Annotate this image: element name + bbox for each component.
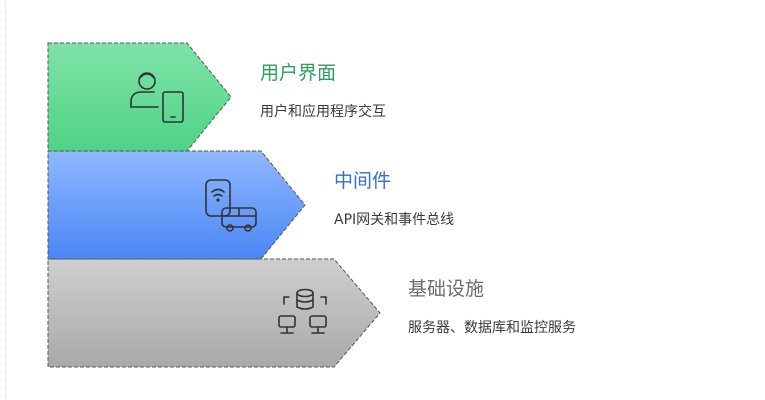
user-and-tablet-icon — [130, 72, 184, 123]
user-interface-layer-shape — [47, 42, 232, 152]
middleware-title: 中间件 — [334, 170, 392, 192]
user-interface-description: 用户和应用程序交互 — [260, 104, 386, 120]
left-dotted-border — [5, 0, 6, 400]
infrastructure-description: 服务器、数据库和监控服务 — [408, 320, 576, 336]
database-network-icon — [278, 288, 327, 334]
infrastructure-layer-shape — [47, 258, 381, 368]
middleware-description: API网关和事件总线 — [334, 212, 455, 228]
wifi-phone-and-bus-icon — [205, 179, 257, 232]
middleware-layer-shape — [47, 150, 306, 260]
user-interface-title: 用户界面 — [260, 62, 337, 84]
infrastructure-title: 基础设施 — [408, 278, 485, 300]
